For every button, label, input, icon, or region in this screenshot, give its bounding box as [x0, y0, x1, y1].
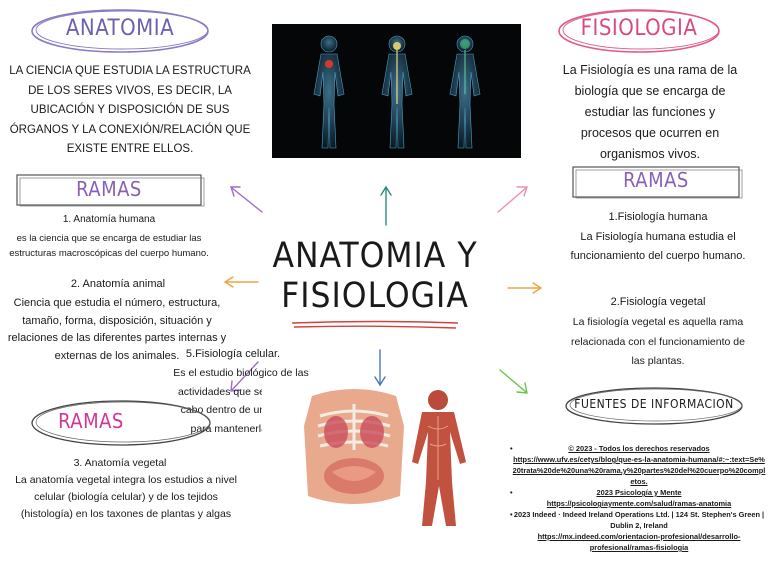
- fisiologia-title: FISIOLOGIA: [580, 16, 698, 41]
- fuentes-title: FUENTES DE INFORMACION: [574, 397, 734, 411]
- human-figures-icon: [313, 35, 481, 149]
- rect-outline-icon: [572, 166, 743, 199]
- fuente-item: • 2023 Psicología y Mente https://psicol…: [500, 487, 766, 509]
- arrow-purple-down-icon: [230, 361, 259, 392]
- fuente-line-a[interactable]: 2023 Psicología y Mente: [596, 488, 682, 497]
- fisiologia-vegetal-heading: 2.Fisiología vegetal: [610, 296, 706, 308]
- ramas-title-right: RAMAS: [623, 168, 689, 192]
- oval-outline-icon: [565, 387, 743, 425]
- anatomy-body-image: [262, 386, 482, 532]
- ramas-oval-left-bottom: RAMAS: [28, 398, 214, 448]
- title-underline-icon: [291, 320, 459, 329]
- fisiologia-oval: FISIOLOGIA: [555, 6, 723, 56]
- arrow-teal-icon: [380, 185, 392, 226]
- fuente-line-a[interactable]: © 2023 - Todos los derechos reservados: [568, 444, 710, 453]
- fisiologia-definition: La Fisiología es una rama de la biología…: [562, 63, 738, 161]
- anatomia-definition: LA CIENCIA QUE ESTUDIA LA ESTRUCTURA DE …: [9, 65, 251, 155]
- ramas-title-left-bottom: RAMAS: [58, 409, 124, 433]
- arrow-purple-icon: [230, 186, 263, 213]
- anatomia-animal-text: Ciencia que estudia el número, estructur…: [7, 297, 227, 362]
- anatomia-vegetal-heading: 3. Anatomía vegetal: [73, 457, 167, 469]
- arrow-orange-left-icon: [223, 276, 259, 288]
- oval-outline-icon: [558, 9, 720, 53]
- center-title-line1: ANATOMIA Y: [272, 236, 478, 276]
- center-title: ANATOMIA Y FISIOLOGIA: [262, 236, 488, 316]
- oval-outline-icon: [31, 400, 211, 446]
- oval-outline-icon: [31, 9, 209, 53]
- anatomia-title: ANATOMIA: [65, 16, 175, 41]
- arrow-blue-icon: [374, 349, 386, 387]
- fuente-line-b[interactable]: https://www.ufv.es/cetys/blog/que-es-la-…: [512, 455, 766, 486]
- fisiologia-humana-text: La Fisiología humana estudia el funciona…: [570, 231, 746, 262]
- anatomia-oval: ANATOMIA: [28, 6, 212, 56]
- fuentes-list: • © 2023 - Todos los derechos reservados…: [500, 443, 766, 553]
- nervous-system-image: [272, 24, 521, 158]
- bullet-icon: •: [510, 488, 513, 497]
- fuente-line-a[interactable]: 2023 Indeed · Indeed Ireland Operations …: [513, 510, 765, 530]
- fuente-item: • 2023 Indeed · Indeed Ireland Operation…: [500, 509, 766, 553]
- fisiologia-humana-heading: 1.Fisiología humana: [608, 211, 708, 223]
- anatomia-animal-heading: 2. Anatomía animal: [70, 278, 166, 290]
- fuentes-oval: FUENTES DE INFORMACION: [562, 384, 746, 428]
- bullet-icon: •: [510, 510, 513, 519]
- arrow-orange-right-icon: [507, 282, 543, 294]
- bullet-icon: •: [510, 444, 513, 453]
- anatomia-humana-heading: 1. Anatomía humana: [62, 214, 156, 225]
- fuente-line-b[interactable]: https://mx.indeed.com/orientacion-profes…: [537, 532, 741, 552]
- ramas-box-left-top: RAMAS: [14, 172, 205, 208]
- celular-heading: 5.Fisiología celular.: [185, 348, 281, 360]
- ramas-box-right: RAMAS: [570, 164, 743, 200]
- arrow-green-icon: [499, 369, 528, 394]
- rect-outline-icon: [16, 174, 205, 207]
- arrow-pink-icon: [497, 186, 528, 213]
- anatomia-vegetal-text: La anatomía vegetal integra los estudios…: [15, 474, 237, 520]
- anatomia-humana-text: es la ciencia que se encarga de estudiar…: [9, 233, 209, 259]
- center-title-line2: FISIOLOGIA: [281, 276, 469, 316]
- fuente-item: • © 2023 - Todos los derechos reservados…: [500, 443, 766, 487]
- fuente-line-b[interactable]: https://psicologiaymente.com/salud/ramas…: [546, 499, 732, 508]
- ramas-title-left-top: RAMAS: [76, 177, 142, 201]
- anatomy-figures-icon: [304, 389, 466, 526]
- fisiologia-vegetal-text: La fisiología vegetal es aquella rama re…: [571, 316, 745, 367]
